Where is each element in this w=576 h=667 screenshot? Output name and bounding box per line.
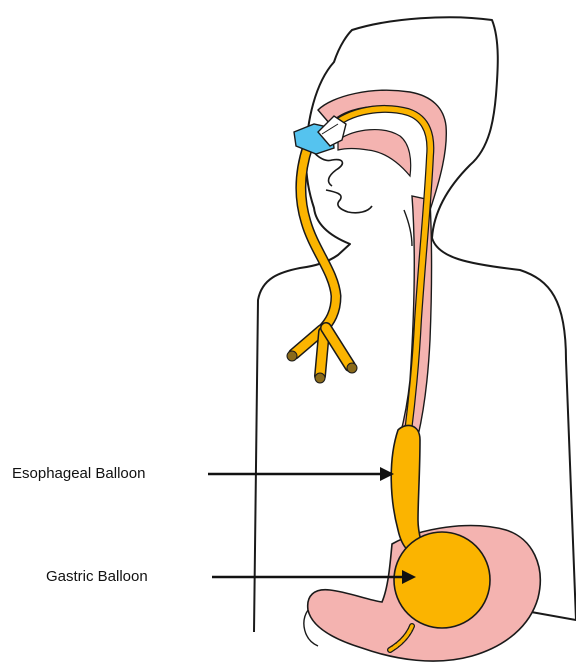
neck-line <box>404 210 412 246</box>
mouth-chin-line <box>326 190 372 213</box>
esophageal-balloon <box>391 425 422 553</box>
tube-lumens <box>287 328 357 383</box>
palate-tissue <box>338 130 411 176</box>
nose-line <box>312 150 342 186</box>
gastric-balloon-arrow <box>212 570 416 584</box>
lumen-port-3 <box>347 363 357 373</box>
esophageal-balloon-arrow <box>208 467 394 481</box>
esophageal-balloon-label: Esophageal Balloon <box>12 465 145 482</box>
lumen-port-2 <box>315 373 325 383</box>
external-tube-outline <box>301 146 336 330</box>
lumen-port-1 <box>287 351 297 361</box>
gastric-balloon-label: Gastric Balloon <box>46 568 148 585</box>
